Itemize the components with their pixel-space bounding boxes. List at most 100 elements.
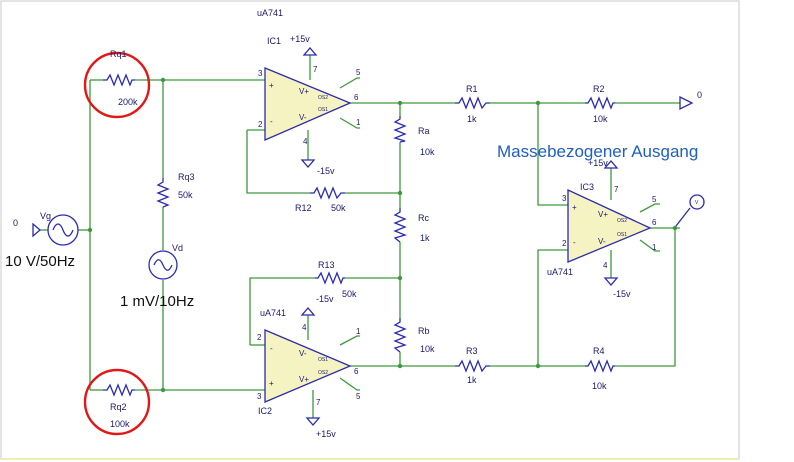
ic2-minus: - [270, 344, 273, 353]
label-ic2: IC2 [258, 406, 272, 416]
label-ic3-vcc: +15v [588, 158, 608, 168]
ic3-pin7: 7 [614, 185, 619, 194]
opamp-ic2 [264, 329, 352, 403]
ic2-vminus: V- [299, 349, 307, 358]
ic2-pin1: 1 [356, 327, 361, 336]
label-rq3-value: 50k [178, 190, 193, 200]
voltage-probe-icon [675, 194, 705, 227]
source-vg [32, 214, 79, 246]
opamp-ic1 [264, 67, 352, 141]
label-ic1-vee: -15v [317, 166, 335, 176]
label-r2-value: 10k [593, 114, 608, 124]
ic2-plus: + [269, 379, 274, 388]
junctions [87, 77, 678, 393]
label-rq2-value: 100k [110, 419, 130, 429]
ic3-os2: OS2 [617, 218, 627, 224]
label-rq2: Rq2 [110, 402, 127, 412]
resistors [103, 73, 615, 397]
ic1-minus: - [270, 117, 273, 126]
resistor-rq1 [103, 73, 135, 87]
annotation-vg: 10 V/50Hz [5, 253, 75, 270]
ic2-pin5: 5 [356, 392, 361, 401]
label-vg-ground: 0 [13, 218, 18, 228]
label-r4: R4 [593, 346, 605, 356]
resistor-rq2 [103, 383, 135, 397]
label-r12-value: 50k [331, 203, 346, 213]
label-r3-value: 1k [467, 375, 477, 385]
label-vd: Vd [172, 243, 183, 253]
ic2-pin3: 3 [257, 392, 262, 401]
label-vg: Vg [40, 211, 51, 221]
source-vd [148, 250, 178, 280]
ic2-pin4: 4 [302, 323, 307, 332]
opamp-ic3 [567, 188, 652, 263]
label-r13-value: 50k [342, 289, 357, 299]
ic1-pin5: 5 [356, 68, 361, 77]
ground-arrow-right [679, 95, 694, 111]
ic2-os2: OS2 [318, 370, 328, 376]
ic3-plus: + [572, 203, 577, 212]
ic1-pin1: 1 [356, 118, 361, 127]
label-r4-value: 10k [592, 381, 607, 391]
label-ground-zero: 0 [697, 90, 702, 100]
label-r1-value: 1k [467, 114, 477, 124]
ic2-vplus: V+ [299, 375, 309, 384]
annotation-output: Massebezogener Ausgang [497, 142, 698, 161]
ic2-pin6: 6 [354, 367, 359, 376]
label-ic2-vee: -15v [316, 294, 334, 304]
ic2-os1: OS1 [318, 357, 328, 363]
ic1-vplus: V+ [299, 87, 309, 96]
ic1-pin2: 2 [258, 120, 263, 129]
label-ic2-vcc: +15v [316, 429, 336, 439]
ic1-pin4: 4 [303, 137, 308, 146]
label-rq1: Rq1 [110, 49, 127, 59]
resistor-rc [393, 208, 407, 243]
label-rb-value: 10k [420, 344, 435, 354]
label-rc: Rc [418, 213, 429, 223]
highlight-circle-rq1 [83, 51, 151, 119]
ic3-os1: OS1 [617, 232, 627, 238]
resistor-r2 [585, 96, 615, 110]
resistor-ra [393, 116, 407, 143]
resistor-rq3 [156, 178, 170, 208]
resistor-r12 [310, 186, 345, 200]
ic3-vminus: V- [598, 237, 606, 246]
resistor-r4 [585, 359, 615, 373]
label-ic1-type: uA741 [257, 8, 283, 18]
label-ra-value: 10k [420, 147, 435, 157]
ic1-os1: OS1 [318, 107, 328, 113]
resistor-r1 [455, 96, 490, 110]
ic3-pin4: 4 [603, 261, 608, 270]
label-rb: Rb [418, 326, 430, 336]
annotation-vd: 1 mV/10Hz [120, 293, 194, 310]
ic3-pin6: 6 [652, 218, 657, 227]
label-r12: R12 [295, 203, 312, 213]
label-rc-value: 1k [420, 233, 430, 243]
label-ic3-vee: -15v [613, 289, 631, 299]
ic1-pin6: 6 [354, 93, 359, 102]
label-ic2-type: uA741 [260, 308, 286, 318]
ic3-minus: - [573, 238, 576, 247]
label-ic3: IC3 [580, 182, 594, 192]
ic3-pin5: 5 [652, 195, 657, 204]
wires [40, 55, 680, 418]
label-ic3-type: uA741 [547, 267, 573, 277]
label-ra: Ra [418, 126, 430, 136]
supply-symbols [300, 47, 619, 426]
ic1-vminus: V- [299, 113, 307, 122]
ic1-os2: OS2 [318, 95, 328, 101]
label-probe-v: V [695, 200, 699, 206]
ic3-pin3: 3 [562, 194, 567, 203]
label-rq1-value: 200k [118, 97, 138, 107]
label-r2: R2 [593, 84, 605, 94]
resistor-r13 [315, 271, 345, 285]
label-rq3: Rq3 [178, 172, 195, 182]
label-r13: R13 [318, 260, 335, 270]
highlight-circle-rq2 [83, 368, 151, 436]
label-ic1: IC1 [267, 36, 281, 46]
ic3-pin2: 2 [562, 239, 567, 248]
label-r3: R3 [466, 346, 478, 356]
resistor-rb [393, 318, 407, 353]
